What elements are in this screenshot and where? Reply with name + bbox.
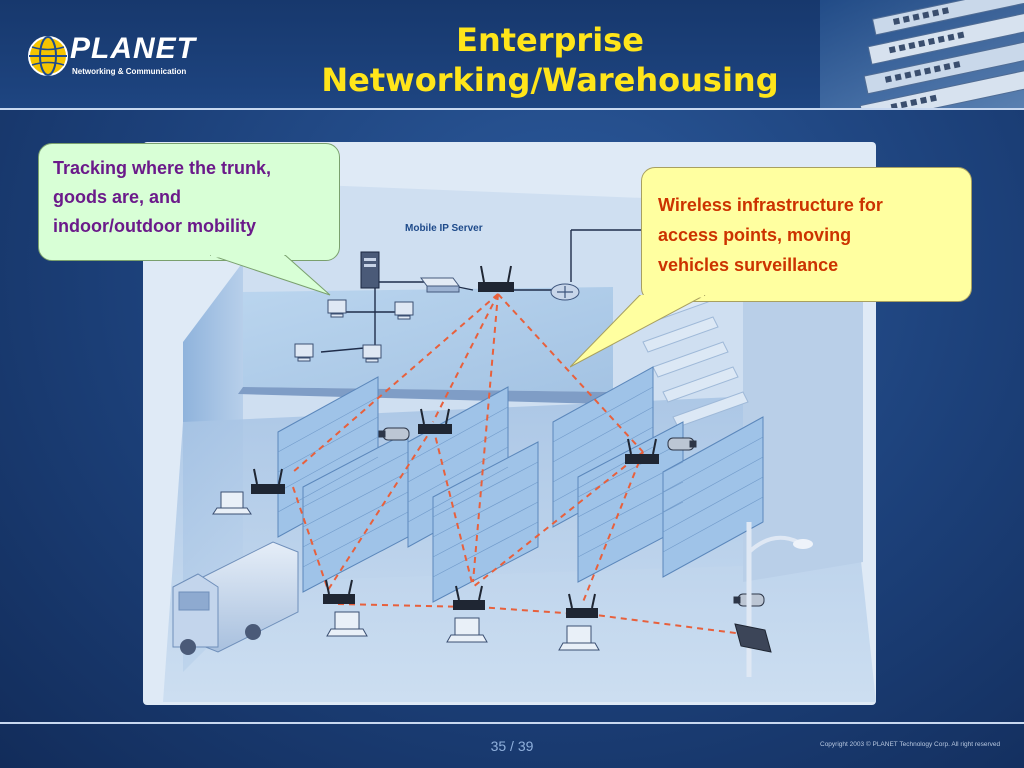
router-icon xyxy=(550,283,580,301)
network-switch-icon xyxy=(420,277,460,293)
callout-wireless-pointer xyxy=(570,295,706,368)
planet-logo: PLANET Networking & Communication xyxy=(26,30,196,82)
logo-wordmark: PLANET xyxy=(70,32,196,65)
office-pc-icons xyxy=(294,299,414,363)
globe-icon xyxy=(28,36,68,76)
logo-subtitle: Networking & Communication xyxy=(72,67,187,76)
laptop-icons xyxy=(212,491,600,651)
truck-icon xyxy=(172,541,299,655)
server-label: Mobile IP Server xyxy=(405,223,483,234)
callout-tracking-line-1: Tracking where the trunk, xyxy=(53,158,272,178)
callout-tracking-pointer xyxy=(210,255,331,296)
street-lamp-icon xyxy=(746,522,813,677)
slide-title: Enterprise Networking/Warehousing xyxy=(230,20,870,100)
header-divider xyxy=(0,108,1024,110)
mezzanine-office xyxy=(243,287,613,392)
title-line-1: Enterprise xyxy=(456,21,644,59)
access-point-icons xyxy=(251,265,659,618)
callout-wireless-line-2: access points, moving xyxy=(658,225,852,245)
callout-tracking-line-2: goods are, and xyxy=(53,187,182,207)
outdoor-unit-icon xyxy=(734,623,772,653)
page-indicator: 35 / 39 xyxy=(490,738,534,754)
callout-tracking: Tracking where the trunk, goods are, and… xyxy=(38,143,340,261)
storage-racks xyxy=(277,366,764,603)
copyright-notice: Copyright 2003 © PLANET Technology Corp.… xyxy=(820,741,1001,748)
callout-tracking-line-3: indoor/outdoor mobility xyxy=(53,216,256,236)
security-camera-icons xyxy=(378,427,765,607)
callout-wireless-line-1: Wireless infrastructure for xyxy=(658,195,883,215)
footer-divider xyxy=(0,722,1024,724)
callout-wireless: Wireless infrastructure for access point… xyxy=(641,167,972,302)
title-line-2: Networking/Warehousing xyxy=(321,61,779,99)
callout-wireless-line-3: vehicles surveillance xyxy=(658,255,839,275)
wireless-links xyxy=(292,293,744,635)
network-equipment-image xyxy=(820,0,1024,108)
wall-vents xyxy=(632,291,749,428)
server-tower-icon xyxy=(360,251,380,289)
mezzanine-edge xyxy=(238,387,613,404)
